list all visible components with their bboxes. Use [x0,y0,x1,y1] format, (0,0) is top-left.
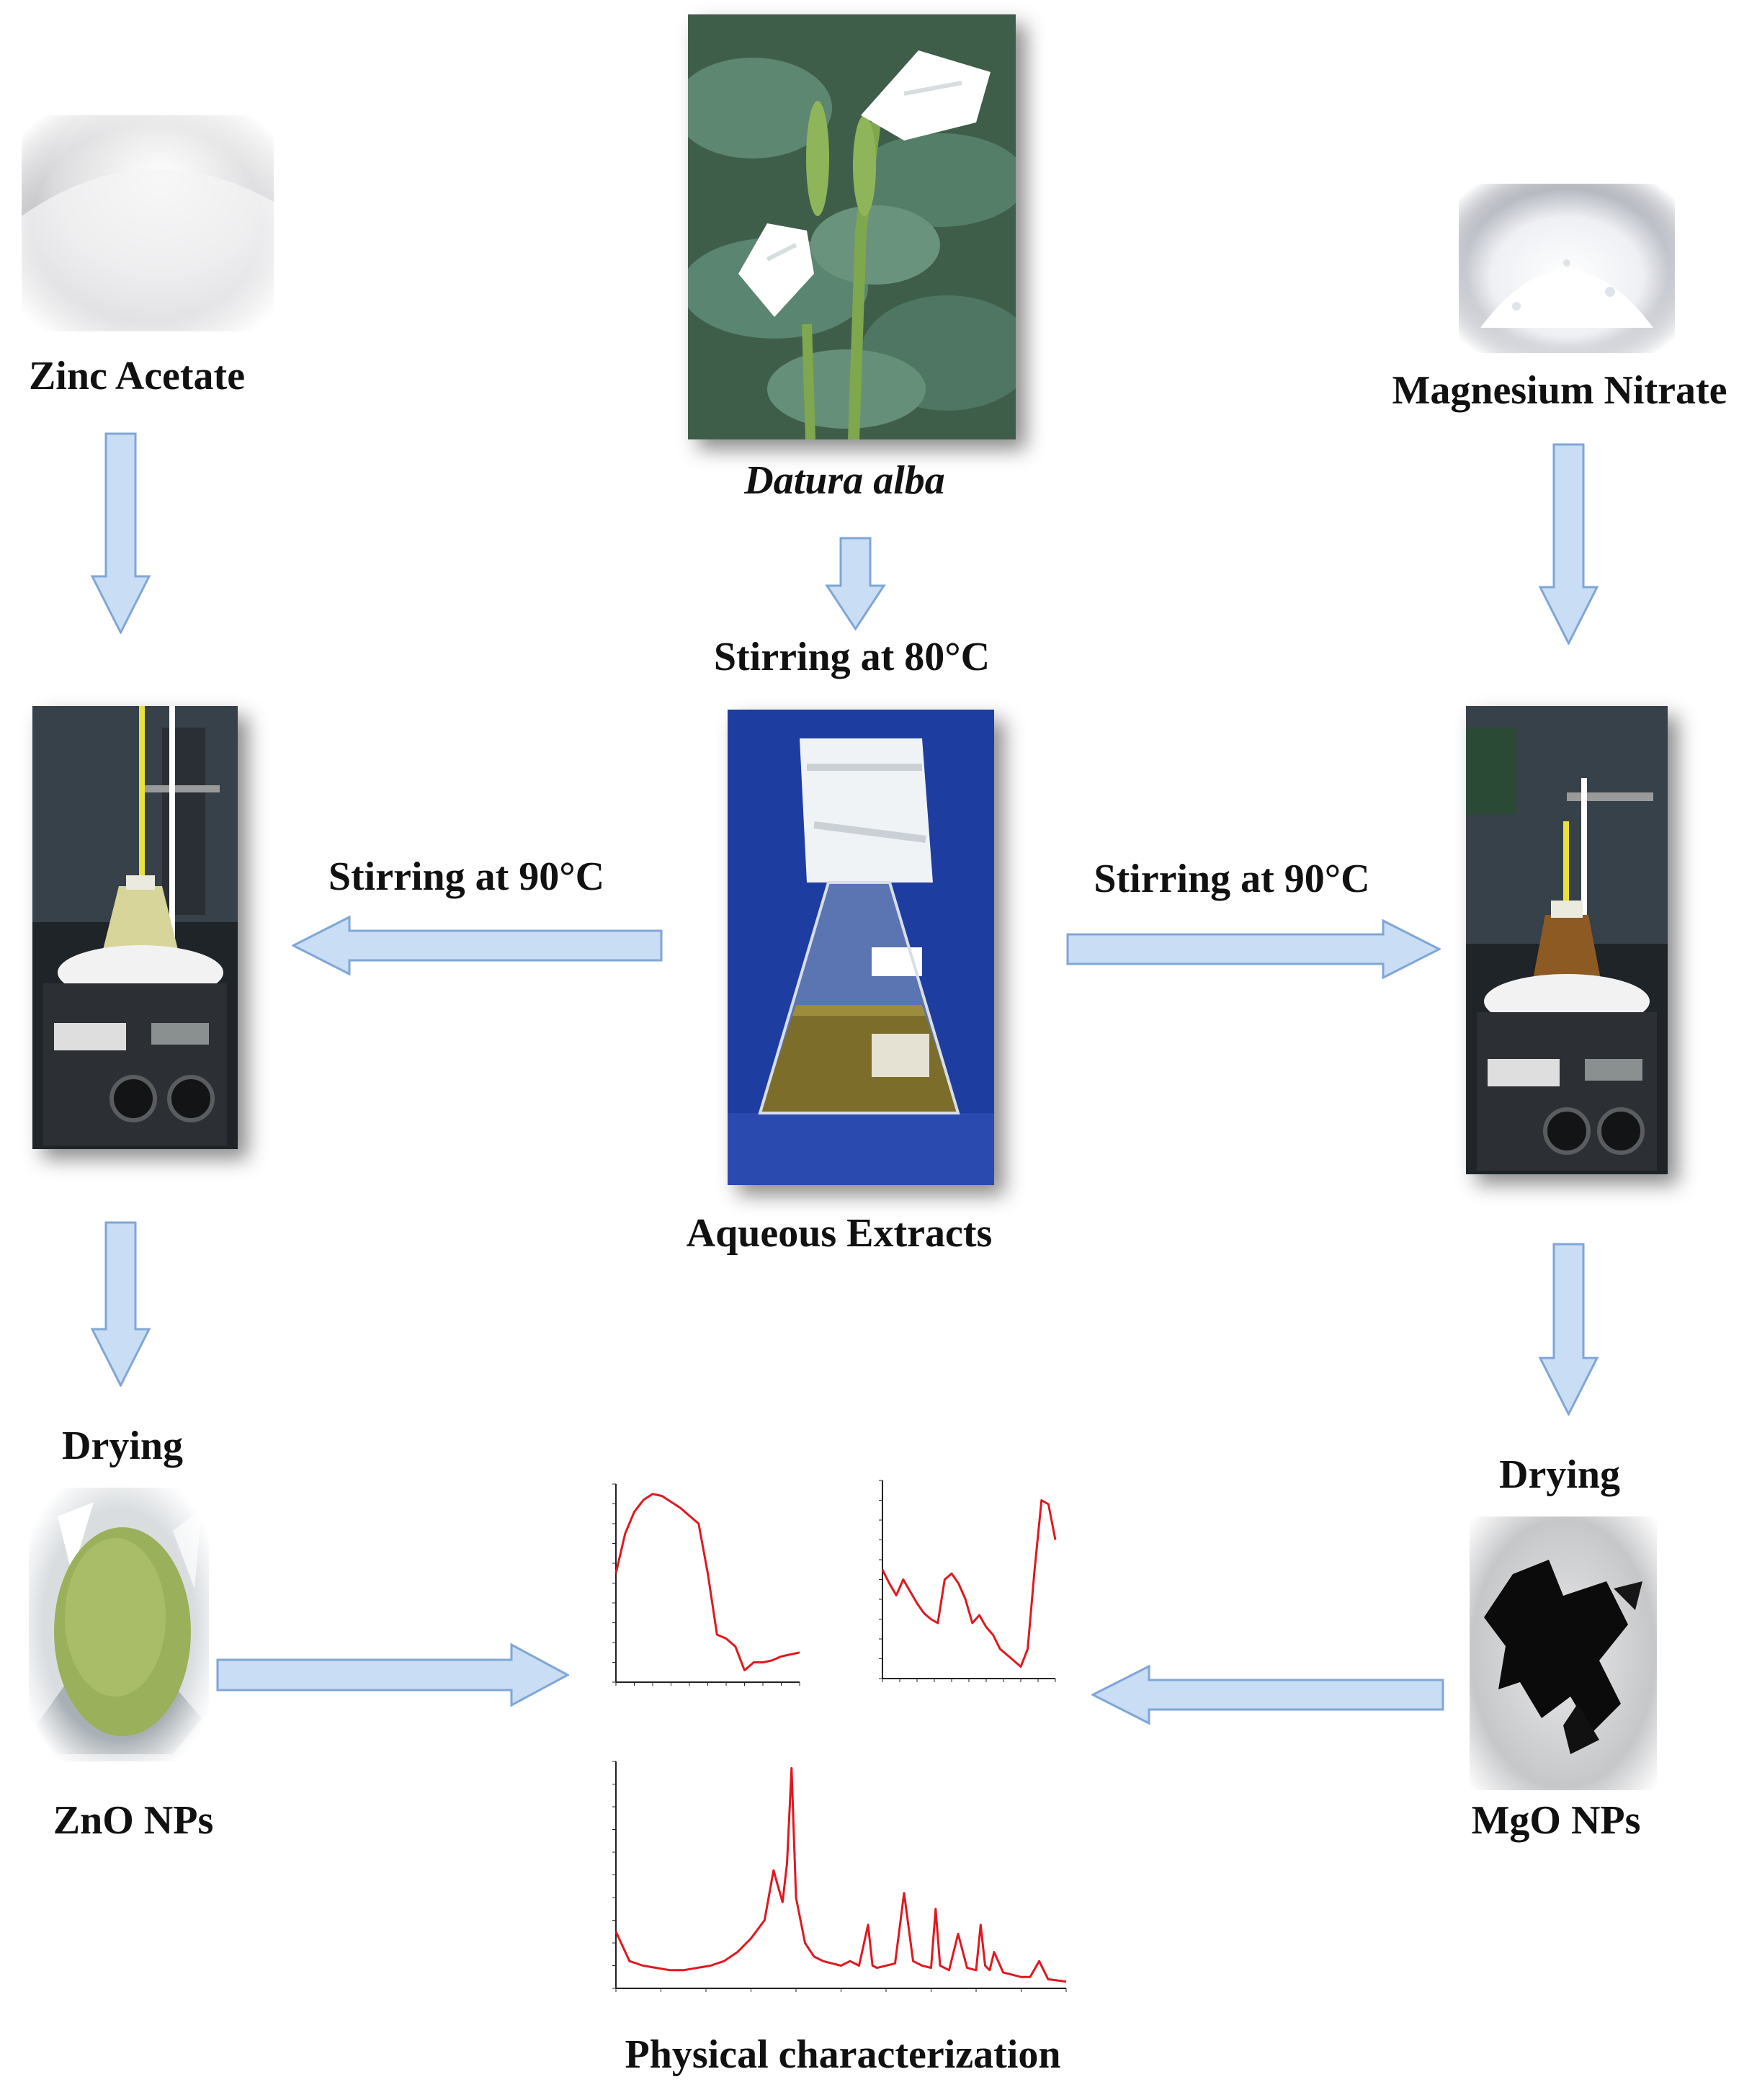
uv-vis-plot [602,1477,803,1693]
arrow-left-mgo-to-characterization [1091,1664,1444,1725]
arrow-down-datura [825,537,886,630]
zno-nps-label: ZnO NPs [53,1798,214,1843]
xrd-plot [594,1754,1070,1999]
datura-alba-image [688,14,1016,439]
mgo-nps-image [1470,1516,1657,1790]
datura-alba-label: Datura alba [744,458,945,503]
stirring-90-left-label: Stirring at 90°C [328,854,605,899]
xrd-plot-svg [612,1761,1067,1992]
uv-vis-series-line [614,1493,800,1671]
arrow-right-zno-to-characterization [216,1643,569,1707]
stirring-90-right-label: Stirring at 90°C [1094,857,1370,901]
aqueous-extract-image [728,710,994,1185]
zno-nps-image [29,1488,209,1761]
arrow-down-magnesium-drying [1538,1243,1599,1416]
arrow-left-extract-to-zinc [292,915,663,976]
arrow-down-zinc-drying [90,1221,151,1387]
physical-characterization-label: Physical characterization [625,2032,1061,2077]
aqueous-extracts-label: Aqueous Extracts [686,1211,993,1256]
ftir-series-line [881,1499,1057,1668]
arrow-right-extract-to-magnesium [1066,919,1441,980]
drying-right-label: Drying [1499,1452,1620,1497]
hotplate-magnesium-image [1466,706,1668,1174]
arrow-down-magnesium [1538,443,1599,645]
mgo-nps-label: MgO NPs [1471,1798,1641,1843]
magnesium-nitrate-image [1459,184,1675,353]
magnesium-nitrate-label: Magnesium Nitrate [1392,368,1727,413]
hotplate-zinc-image [32,706,238,1149]
drying-left-label: Drying [62,1424,183,1468]
uv-vis-plot-svg [612,1483,800,1686]
arrow-down-zinc [90,432,151,634]
ftir-plot [872,1473,1059,1689]
stirring-80-label: Stirring at 80°C [713,635,991,679]
ftir-plot-svg [879,1480,1057,1682]
zinc-acetate-label: Zinc Acetate [28,354,246,398]
zinc-acetate-image [22,115,274,331]
xrd-series-line [614,1766,1067,1983]
